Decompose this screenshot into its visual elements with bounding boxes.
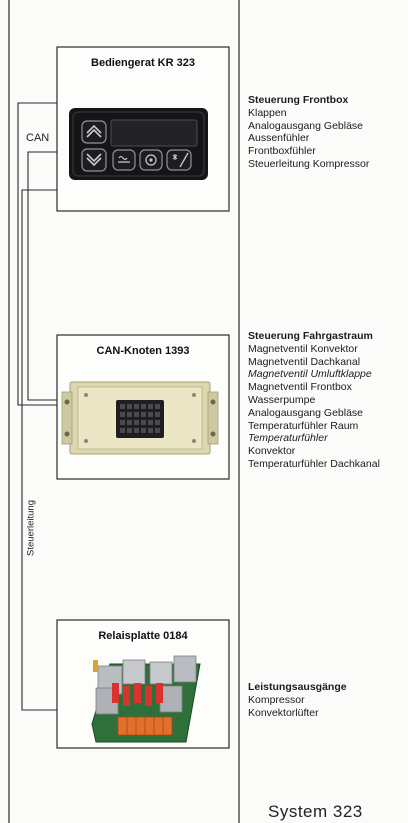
connector-pin <box>155 428 160 433</box>
list-item: Magnetventil Frontbox <box>248 381 352 394</box>
control-line-label: Steuerleitung <box>25 500 37 556</box>
list-item: Analogausgang Gebläse <box>248 406 364 419</box>
system-title: System 323 <box>268 802 363 821</box>
connector-pin <box>127 404 132 409</box>
list-item: Magnetventil Dachkanal <box>248 355 361 368</box>
control-panel-image <box>69 108 208 180</box>
connector-pin <box>148 420 153 425</box>
list-item: Temperaturfühler Raum <box>248 419 359 432</box>
connector-pin <box>134 420 139 425</box>
list-item: Magnetventil Konvektor <box>248 342 358 355</box>
list-item: Klappen <box>248 106 287 119</box>
connector-pin <box>134 412 139 417</box>
down-arrow-icon <box>81 148 107 172</box>
connector-pin <box>141 404 146 409</box>
connector-pin <box>141 420 146 425</box>
control-line <box>21 189 57 711</box>
connector-pin <box>148 428 153 433</box>
connector-pin <box>134 404 139 409</box>
can-node-image <box>61 381 219 455</box>
device-title-relaisplatte: Relaisplatte 0184 <box>98 630 188 642</box>
description-group-leistung: Leistungsausgänge Kompressor Konvektorlü… <box>248 681 347 719</box>
list-item: Frontboxfühler <box>248 145 316 158</box>
list-item: Kompressor <box>248 693 305 706</box>
connector-pin <box>148 412 153 417</box>
list-item: Analogausgang Gebläse <box>248 119 364 132</box>
connector-pin <box>141 412 146 417</box>
connector-pin <box>120 404 125 409</box>
connector-pin <box>155 404 160 409</box>
list-item: Steuerleitung Kompressor <box>248 157 370 170</box>
can-bus-line-outer <box>17 102 57 406</box>
connector-pin <box>155 420 160 425</box>
list-item: Magnetventil Umluftklappe <box>248 368 372 381</box>
description-group-frontbox: Steuerung Frontbox Klappen Analogausgang… <box>248 94 369 171</box>
can-bus-line-inner <box>27 151 57 401</box>
connector-pin <box>127 412 132 417</box>
connector-pin <box>127 428 132 433</box>
group-heading: Steuerung Fahrgastraum <box>248 330 373 342</box>
connector-pin <box>134 428 139 433</box>
description-group-fahrgastraum: Steuerung Fahrgastraum Magnetventil Konv… <box>248 330 380 471</box>
up-arrow-icon <box>81 120 107 144</box>
defrost-icon <box>112 149 136 171</box>
list-item: Konvektor <box>248 445 296 458</box>
connector-pin <box>120 420 125 425</box>
connector-pin <box>141 428 146 433</box>
list-item: Wasserpumpe <box>248 393 316 406</box>
list-item: Aussenfühler <box>248 132 310 145</box>
connector-pin <box>120 412 125 417</box>
connector-pin <box>120 428 125 433</box>
connector-pin <box>155 412 160 417</box>
device-title-bediengerat: Bediengerat KR 323 <box>91 57 195 69</box>
group-heading: Steuerung Frontbox <box>248 94 349 106</box>
fan-icon <box>139 149 163 171</box>
connector-pin <box>127 420 132 425</box>
list-item: Konvektorlüfter <box>248 706 319 719</box>
can-bus-label: CAN <box>26 132 50 144</box>
list-item: Temperaturfühler Dachkanal <box>248 457 380 470</box>
device-title-can-knoten: CAN-Knoten 1393 <box>96 345 190 357</box>
group-heading: Leistungsausgänge <box>248 681 347 693</box>
relay-board-image <box>91 655 201 743</box>
list-item: Temperaturfühler <box>248 432 328 445</box>
connector-pin <box>148 404 153 409</box>
ac-snowflake-icon <box>166 149 192 171</box>
